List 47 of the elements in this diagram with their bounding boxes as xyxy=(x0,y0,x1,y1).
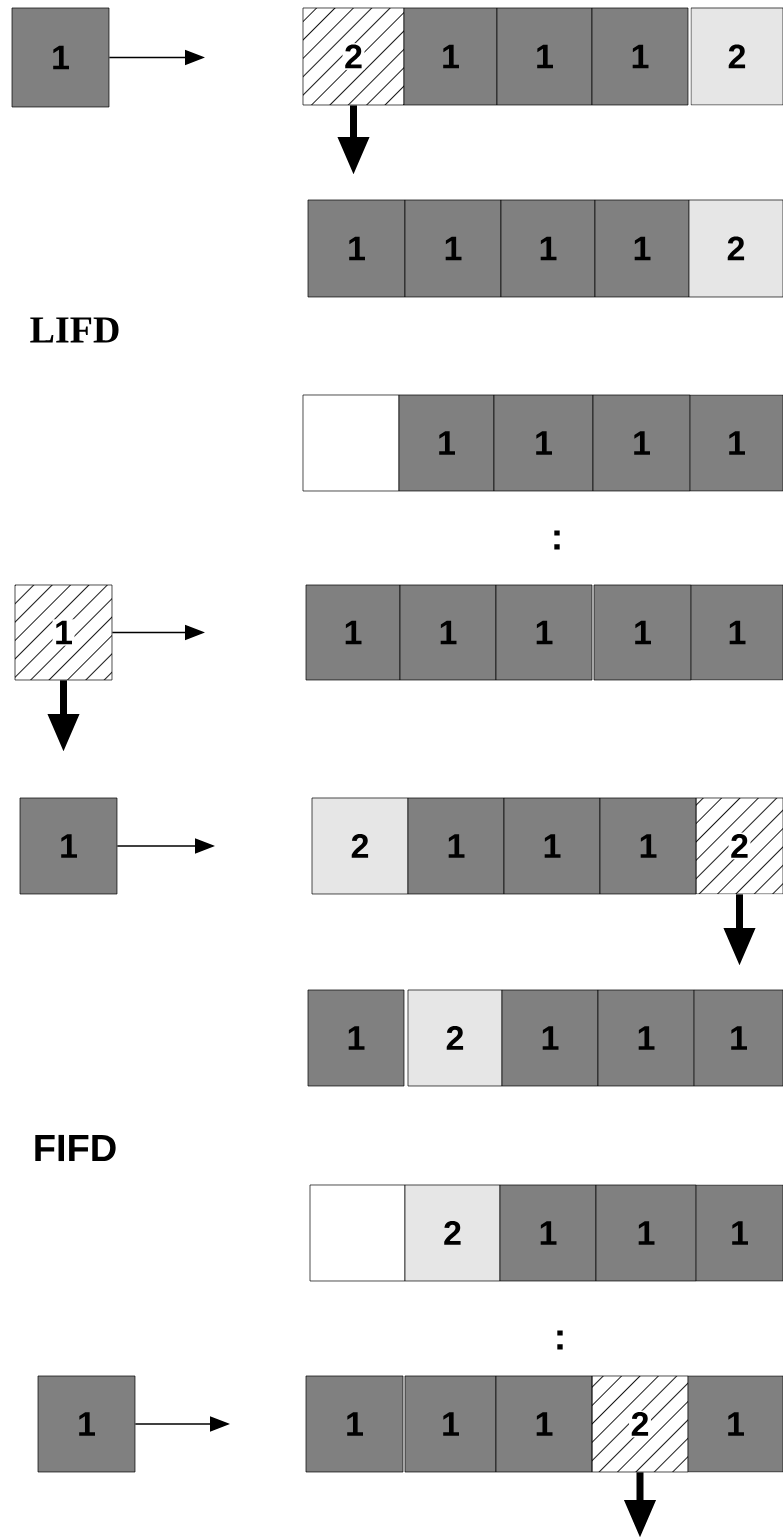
cell: 2 xyxy=(404,1184,501,1282)
cell: 1 xyxy=(305,1375,404,1473)
cell: 1 xyxy=(11,7,110,108)
hatched-cell: 2 xyxy=(302,7,405,106)
cell: 1 xyxy=(500,199,596,298)
cell: 1 xyxy=(594,199,690,298)
cell: 1 xyxy=(398,394,495,492)
cell: 1 xyxy=(593,584,692,681)
colon-mark: : xyxy=(554,530,560,550)
cell: 1 xyxy=(495,584,593,681)
cell: 1 xyxy=(595,1184,697,1282)
hatched-cell: 1 xyxy=(14,584,113,681)
section-label: FIFD xyxy=(35,1134,116,1162)
cell: 1 xyxy=(690,584,783,681)
cell: 1 xyxy=(307,989,405,1087)
cell: 1 xyxy=(597,989,695,1087)
cell: 1 xyxy=(404,199,502,298)
cell: 1 xyxy=(305,584,401,681)
cell: 1 xyxy=(501,989,599,1087)
cell: 1 xyxy=(689,394,783,492)
cell: 1 xyxy=(495,1375,593,1473)
cell: 1 xyxy=(403,7,498,106)
colon-mark: : xyxy=(557,1330,563,1350)
cell: 1 xyxy=(404,1375,497,1473)
cell: 1 xyxy=(499,1184,597,1282)
cell: 1 xyxy=(399,584,497,681)
cell: 1 xyxy=(693,989,783,1087)
hatched-cell: 2 xyxy=(695,797,783,895)
cell: 1 xyxy=(599,797,697,895)
cell: 1 xyxy=(37,1375,136,1473)
cell: 1 xyxy=(496,7,593,106)
empty-cell xyxy=(309,1184,406,1282)
cell: 2 xyxy=(311,797,409,895)
cell: 1 xyxy=(493,394,594,492)
cell: 1 xyxy=(591,7,689,106)
cell: 1 xyxy=(695,1184,783,1282)
cell: 1 xyxy=(407,797,505,895)
cell: 1 xyxy=(19,797,118,895)
cell: 2 xyxy=(688,199,783,298)
cell: 2 xyxy=(407,989,503,1087)
hatched-cell: 2 xyxy=(591,1375,689,1473)
cell: 1 xyxy=(307,199,406,298)
cell: 2 xyxy=(690,7,783,106)
cell: 1 xyxy=(687,1375,783,1473)
section-label: LIFD xyxy=(30,317,119,343)
cell: 1 xyxy=(592,394,691,492)
cell: 1 xyxy=(503,797,601,895)
